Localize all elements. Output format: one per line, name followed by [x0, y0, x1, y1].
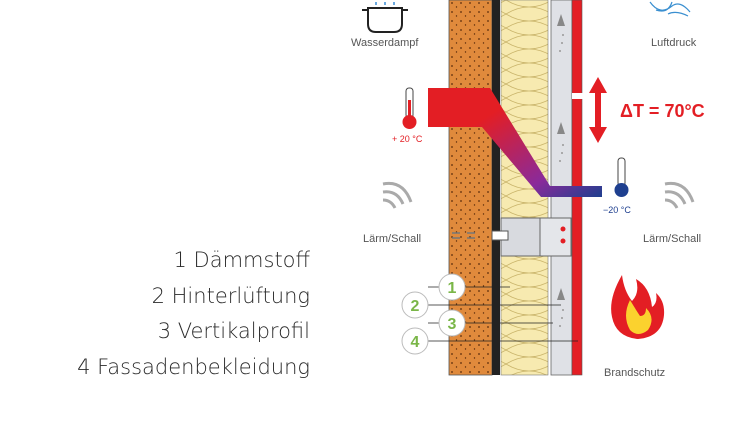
heat-flow-band	[428, 88, 602, 197]
sound-waves-right-icon	[664, 181, 695, 209]
cladding-joint	[572, 93, 584, 99]
air-pressure-label: Luftdruck	[651, 37, 697, 49]
marker-2: 2	[401, 291, 429, 319]
membrane-layer	[492, 0, 500, 375]
thermometer-cold-icon	[614, 157, 629, 197]
delta-t-label: ΔT = 70°C	[620, 101, 705, 121]
marker-4: 4	[401, 327, 429, 355]
double-arrow-icon	[589, 77, 607, 143]
temp-inside-label: + 20 °C	[392, 134, 423, 144]
air-pressure-icon	[649, 1, 691, 17]
noise-left-label: Lärm/Schall	[363, 233, 421, 245]
svg-text:4: 4	[411, 334, 420, 351]
marker-3: 3	[438, 309, 466, 337]
flame-icon	[611, 275, 665, 339]
sound-waves-left-icon	[382, 181, 413, 209]
wall-bracket	[452, 217, 572, 257]
airflow-arrows	[557, 14, 565, 327]
noise-right-label: Lärm/Schall	[643, 233, 701, 245]
thermometer-warm-icon	[402, 87, 417, 129]
svg-text:1: 1	[448, 280, 457, 297]
cooking-pot-icon	[362, 2, 408, 33]
marker-1: 1	[438, 273, 466, 301]
temp-outside-label: −20 °C	[603, 205, 631, 215]
svg-text:3: 3	[448, 316, 457, 333]
legend-item-3: 3 Vertikalprofil	[157, 319, 310, 343]
layer-legend: 1 Dämmstoff 2 Hinterlüftung 3 Vertikalpr…	[77, 243, 310, 385]
legend-item-4: 4 Fassadenbekleidung	[77, 354, 310, 379]
legend-item-2: 2 Hinterlüftung	[151, 283, 310, 308]
legend-item-1: 1 Dämmstoff	[173, 248, 310, 272]
fire-protection-label: Brandschutz	[604, 367, 665, 379]
water-vapor-label: Wasserdampf	[351, 37, 419, 49]
svg-text:2: 2	[411, 298, 420, 315]
